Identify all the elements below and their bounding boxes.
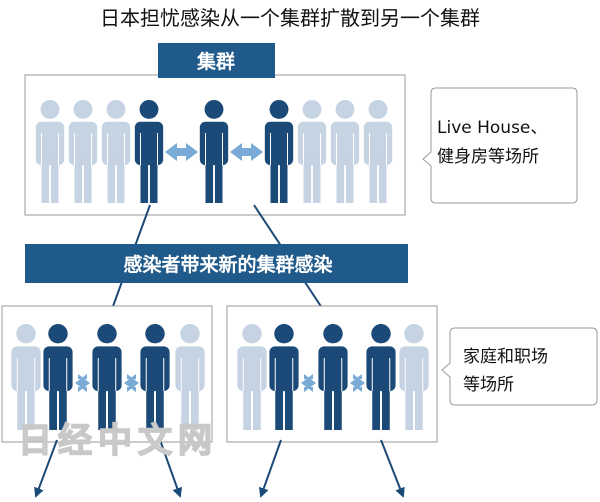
bottom-callout-line1: 家庭和职场 — [463, 347, 548, 367]
spread-banner-text: 感染者带来新的集群感染 — [123, 253, 332, 276]
spread-banner — [25, 244, 408, 283]
person-icon — [43, 323, 73, 430]
person-icon — [264, 99, 294, 203]
top-callout-line1: Live House、 — [437, 118, 547, 138]
person-icon — [35, 99, 65, 203]
person-icon — [140, 323, 170, 430]
person-icon — [318, 323, 348, 430]
person-icon — [175, 323, 205, 430]
person-icon — [237, 323, 267, 430]
person-icon — [399, 323, 429, 430]
double-arrow-icon — [75, 374, 90, 392]
onward-arrow-3 — [258, 439, 282, 498]
person-icon — [363, 99, 393, 203]
double-arrow-icon — [301, 374, 316, 392]
watermark: 日经中文网 — [18, 421, 218, 461]
person-icon — [92, 323, 122, 430]
person-icon — [11, 323, 41, 430]
bottom-callout — [441, 327, 598, 406]
cluster-label-box — [158, 43, 275, 78]
diagram-title: 日本担忧感染从一个集群扩散到另一个集群 — [100, 6, 480, 30]
top-callout — [422, 87, 578, 204]
person-icon — [199, 99, 229, 203]
onward-arrow-1 — [34, 439, 58, 498]
bottom-callout-line2: 等场所 — [463, 375, 514, 395]
double-arrow-icon — [124, 374, 139, 392]
double-arrow-icon — [230, 143, 263, 161]
cluster-label: 集群 — [196, 50, 235, 73]
top-people-group — [35, 99, 393, 203]
onward-arrow-2 — [159, 439, 183, 498]
onward-arrow-4 — [380, 439, 405, 498]
bottom-left-people-group — [11, 323, 205, 430]
person-icon — [366, 323, 396, 430]
person-icon — [297, 99, 327, 203]
person-icon — [68, 99, 98, 203]
person-icon — [134, 99, 164, 203]
bottom-right-people-group — [237, 323, 429, 430]
person-icon — [269, 323, 299, 430]
person-icon — [101, 99, 131, 203]
person-icon — [330, 99, 360, 203]
double-arrow-icon — [165, 143, 198, 161]
top-callout-line2: 健身房等场所 — [437, 147, 539, 167]
double-arrow-icon — [350, 374, 365, 392]
